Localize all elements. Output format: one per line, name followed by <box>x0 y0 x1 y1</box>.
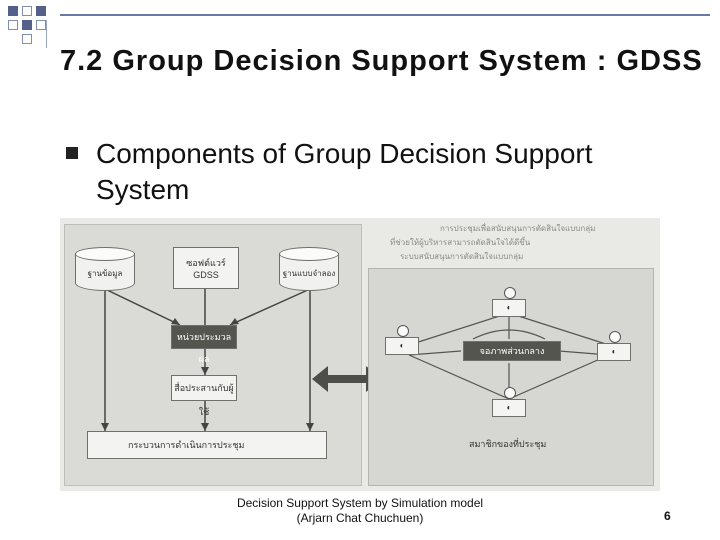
database-label: ฐานข้อมูล <box>87 269 123 278</box>
gdss-components-figure: การประชุมเพื่อสนับสนุนการตัดสินใจแบบกลุ่… <box>60 218 660 491</box>
corner-decoration-square <box>36 6 46 16</box>
corner-decoration-square <box>22 6 32 16</box>
corner-decoration-square <box>22 20 32 30</box>
meeting-process-label: กระบวนการดำเนินการประชุม <box>128 440 245 450</box>
member-terminal-right: ◐ <box>597 343 631 361</box>
corner-decoration-square <box>36 20 46 30</box>
gdss-software-box: ซอฟต์แวร์ GDSS <box>173 247 239 289</box>
processor-label: หน่วยประมวลผล <box>176 332 232 364</box>
person-icon <box>609 331 621 343</box>
figure-background-text: ที่ช่วยให้ผู้บริหารสามารถตัดสินใจได้ดีขึ… <box>390 238 531 247</box>
slide-footer: Decision Support System by Simulation mo… <box>236 496 484 525</box>
person-icon <box>504 287 516 299</box>
central-display-label: จอภาพส่วนกลาง <box>479 346 545 356</box>
page-number: 6 <box>664 509 671 523</box>
central-display-box: จอภาพส่วนกลาง <box>463 341 561 361</box>
header-rule <box>60 14 710 16</box>
user-interface-box: สื่อประสานกับผู้ใช้ <box>171 375 237 417</box>
member-terminal-bottom: ◐ <box>492 399 526 417</box>
slide-title: 7.2 Group Decision Support System : GDSS <box>60 45 703 77</box>
member-terminal-left: ◐ <box>385 337 419 355</box>
database-cylinder: ฐานข้อมูล <box>75 247 135 291</box>
person-icon <box>397 325 409 337</box>
member-terminal-top: ◐ <box>492 299 526 317</box>
person-icon <box>504 387 516 399</box>
corner-decoration-square <box>8 6 18 16</box>
meeting-members-label: สมาชิกของที่ประชุม <box>469 439 547 449</box>
architecture-connectors <box>101 288 314 431</box>
figure-background-text: ระบบสนับสนุนการตัดสินใจแบบกลุ่ม <box>400 252 524 261</box>
bullet-text: Components of Group Decision Support Sys… <box>96 138 593 205</box>
corner-decoration-square <box>22 34 32 44</box>
processor-box: หน่วยประมวลผล <box>171 325 237 364</box>
meeting-process-box: กระบวนการดำเนินการประชุม <box>87 431 327 459</box>
bullet-square-icon <box>66 147 78 159</box>
header-vertical-rule <box>46 20 47 48</box>
gdss-architecture-panel: ฐานข้อมูล ซอฟต์แวร์ GDSS ฐานแบบจำลอง หน่… <box>64 224 362 486</box>
user-interface-label: สื่อประสานกับผู้ใช้ <box>174 383 234 417</box>
figure-background-text: การประชุมเพื่อสนับสนุนการตัดสินใจแบบกลุ่… <box>440 224 596 233</box>
gdss-software-label: ซอฟต์แวร์ GDSS <box>186 258 226 280</box>
model-base-label: ฐานแบบจำลอง <box>282 269 336 278</box>
corner-decoration-square <box>8 20 18 30</box>
model-base-cylinder: ฐานแบบจำลอง <box>279 247 339 291</box>
group-meeting-panel: ◐ ◐ ◐ ◐ จอภาพส่วนกลาง สมาชิกของที่ประชุม <box>368 268 654 486</box>
